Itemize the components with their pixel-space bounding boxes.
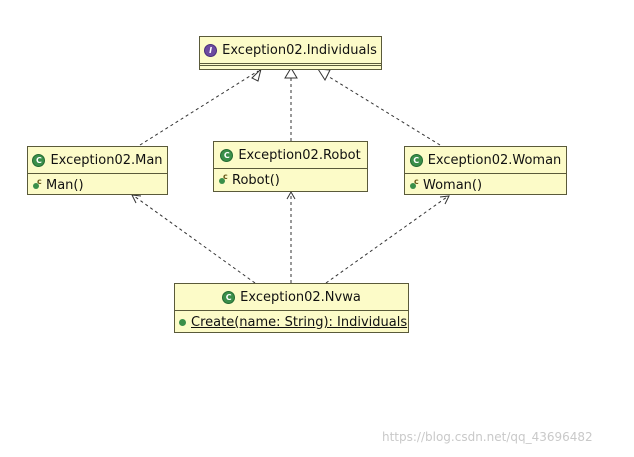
member-label: Woman()	[423, 177, 483, 193]
class-woman-divider	[405, 173, 566, 174]
interface-compartment	[200, 63, 381, 70]
member-man-constructor[interactable]: Man()	[32, 176, 163, 194]
member-label: Create(name: String): Individuals	[191, 314, 408, 330]
realization-man-arrow	[251, 67, 262, 82]
dependency-man-arrow	[131, 194, 142, 204]
member-robot-constructor[interactable]: Robot()	[218, 171, 363, 189]
class-woman-members: Woman()	[405, 174, 566, 196]
realization-man	[139, 70, 259, 146]
class-nvwa-name: Exception02.Nvwa	[240, 289, 361, 305]
class-man-header: C Exception02.Man	[28, 147, 167, 173]
class-nvwa[interactable]: C Exception02.Nvwa Create(name: String):…	[174, 283, 409, 333]
dependency-woman-arrow	[439, 195, 450, 205]
class-icon: C	[409, 153, 423, 167]
class-nvwa-header: C Exception02.Nvwa	[175, 284, 408, 310]
class-woman-header: C Exception02.Woman	[405, 147, 566, 173]
dependency-robot-arrow	[286, 190, 296, 200]
constructor-icon	[218, 172, 228, 185]
realization-woman-arrow	[317, 68, 331, 82]
class-robot-members: Robot()	[214, 169, 367, 191]
member-woman-constructor[interactable]: Woman()	[409, 176, 562, 194]
class-robot-header: C Exception02.Robot	[214, 142, 367, 168]
class-man-members: Man()	[28, 174, 167, 196]
public-method-icon	[179, 318, 186, 326]
constructor-icon	[409, 177, 419, 190]
class-icon: C	[32, 153, 46, 167]
class-nvwa-members: Create(name: String): Individuals	[175, 311, 408, 333]
class-man-name: Exception02.Man	[50, 152, 163, 168]
class-man[interactable]: C Exception02.Man Man()	[27, 146, 168, 195]
constructor-icon	[32, 177, 42, 190]
class-nvwa-divider	[175, 310, 408, 311]
interface-header: I Exception02.Individuals	[200, 37, 381, 63]
realization-woman	[325, 74, 441, 146]
interface-individuals[interactable]: I Exception02.Individuals	[199, 36, 382, 70]
class-robot[interactable]: C Exception02.Robot Robot()	[213, 141, 368, 192]
class-woman[interactable]: C Exception02.Woman Woman()	[404, 146, 567, 195]
dependency-man	[133, 195, 256, 284]
class-robot-divider	[214, 168, 367, 169]
class-man-divider	[28, 173, 167, 174]
class-icon: C	[222, 290, 236, 304]
dependency-woman	[325, 196, 448, 284]
member-nvwa-create[interactable]: Create(name: String): Individuals	[179, 313, 408, 331]
realization-robot-arrow	[284, 67, 298, 79]
interface-name: Exception02.Individuals	[222, 42, 377, 58]
class-woman-name: Exception02.Woman	[427, 152, 562, 168]
member-label: Robot()	[232, 172, 280, 188]
class-robot-name: Exception02.Robot	[238, 147, 361, 163]
class-icon: C	[220, 148, 234, 162]
interface-icon: I	[204, 43, 218, 57]
watermark: https://blog.csdn.net/qq_43696482	[382, 430, 593, 444]
member-label: Man()	[46, 177, 84, 193]
